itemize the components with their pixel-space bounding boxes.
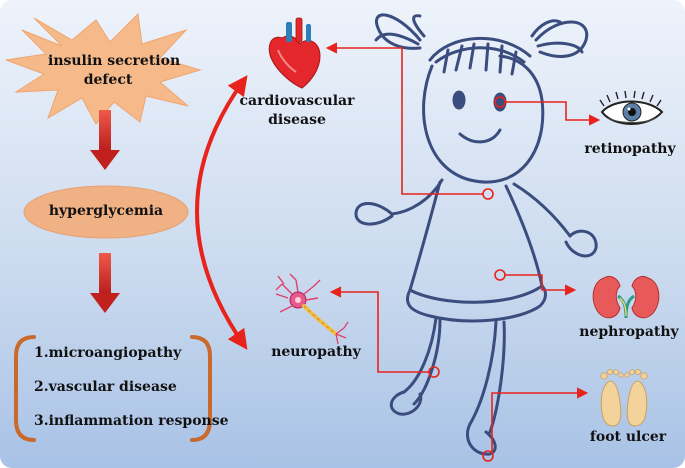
mechanism-item-2: 2.vascular disease <box>34 379 177 395</box>
feet-icon <box>600 368 648 427</box>
heart-icon <box>268 17 321 89</box>
stick-figure <box>354 13 598 456</box>
hyperglycemia-ellipse <box>23 185 189 239</box>
right-bracket <box>190 335 212 442</box>
mechanism-item-1: 1.microangiopathy <box>34 345 182 361</box>
cause-line-1: insulin secretion <box>48 53 181 69</box>
down-arrow-1 <box>90 110 120 170</box>
cardiovascular-line-2: disease <box>268 112 326 128</box>
connector-neuropathy <box>329 286 440 378</box>
down-arrow-2 <box>90 253 120 313</box>
curved-double-arrow <box>195 75 248 350</box>
state-label: hyperglycemia <box>48 203 164 219</box>
neuron-icon <box>275 273 349 345</box>
connector-retinopathy <box>494 96 601 126</box>
nephropathy-label: nephropathy <box>579 324 679 340</box>
connector-cardiovascular <box>325 42 494 200</box>
cardiovascular-line-1: cardiovascular <box>239 93 355 109</box>
connector-nephropathy <box>494 269 577 296</box>
left-bracket <box>14 335 36 442</box>
neuropathy-label: neuropathy <box>271 344 361 360</box>
foot-ulcer-label: foot ulcer <box>589 429 667 445</box>
retinopathy-label: retinopathy <box>584 141 676 157</box>
cause-line-2: defect <box>83 72 133 88</box>
kidney-icon <box>592 275 660 319</box>
starburst-shape <box>5 12 202 125</box>
cause-label: insulin secretion defect <box>48 52 181 90</box>
mechanism-item-3: 3.inflammation response <box>34 413 229 429</box>
cardiovascular-label: cardiovascular disease <box>232 92 362 130</box>
connector-foot-ulcer <box>482 387 589 462</box>
eye-icon <box>599 90 664 125</box>
